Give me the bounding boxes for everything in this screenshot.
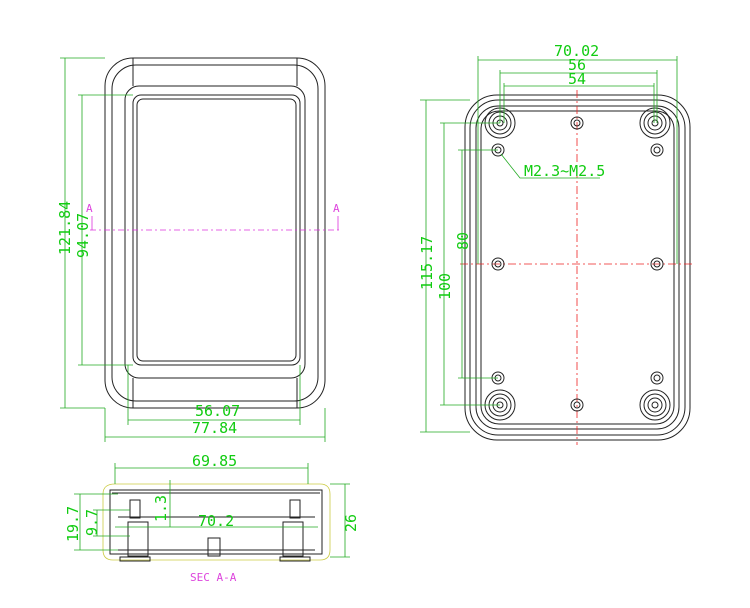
section-marker-right: A [333, 202, 340, 215]
section-view: 69.85 70.2 1.3 26 19.7 9.7 SEC A-A [64, 452, 360, 584]
dim-height-outer: 121.84 [56, 201, 74, 255]
front-view: A A 121.84 94.07 56.07 77.84 [56, 57, 340, 442]
dim-width-outer: 70.02 [554, 42, 599, 60]
section-marker-left: A [86, 202, 93, 215]
dim-hole-span-narrow: 54 [568, 70, 586, 88]
dim-height-inner: 9.7 [83, 509, 101, 536]
screw-note: M2.3~M2.5 [524, 162, 605, 180]
dim-height-inner: 94.07 [74, 213, 92, 258]
section-title: SEC A-A [190, 571, 237, 584]
dim-height-total: 26 [342, 514, 360, 532]
dim-height-outer: 19.7 [64, 506, 82, 542]
dim-hole-span-short: 80 [454, 232, 472, 250]
dim-height-outer: 115.17 [418, 236, 436, 290]
dim-width-top: 69.85 [192, 452, 237, 470]
dim-hole-span-tall: 100 [436, 273, 454, 300]
dim-wall: 1.3 [152, 495, 170, 522]
back-view: 70.02 56 54 115.17 100 80 M2.3~M2.5 [418, 42, 695, 445]
dim-width-outer: 77.84 [192, 419, 237, 437]
dim-width-inner: 56.07 [195, 402, 240, 420]
dim-width-inner: 70.2 [198, 512, 234, 530]
dim-hole-span-wide: 56 [568, 56, 586, 74]
screw-holes [491, 116, 664, 412]
